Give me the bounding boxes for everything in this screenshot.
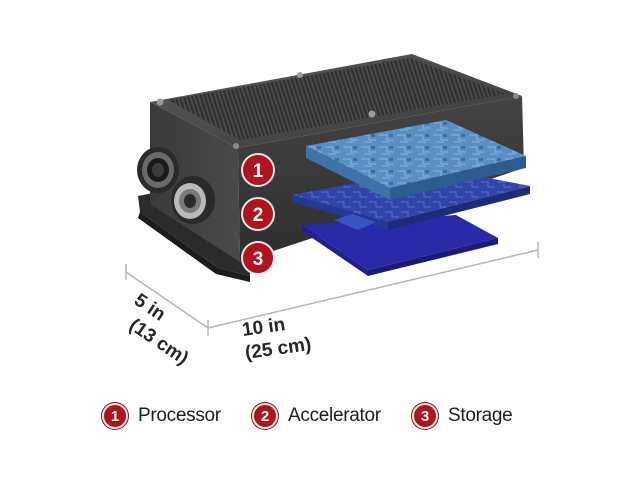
storage-board <box>302 215 498 276</box>
legend-item-accelerator: 2 Accelerator <box>252 400 381 432</box>
width-dimension-line <box>125 271 209 329</box>
callout-1-number: 1 <box>253 161 264 182</box>
callout-2: 2 <box>241 197 275 231</box>
connector-lower <box>171 176 215 224</box>
legend-badge-2: 2 <box>252 403 278 429</box>
legend-badge-1: 1 <box>102 403 128 429</box>
heatsink-fins <box>168 58 506 140</box>
length-dimension-line <box>207 249 539 329</box>
dimension-lines <box>125 242 539 336</box>
callout-1: 1 <box>241 153 275 187</box>
legend: 1 Processor 2 Accelerator 3 Storage <box>0 400 640 432</box>
legend-label-storage: Storage <box>448 405 513 426</box>
legend-item-processor: 1 Processor <box>102 400 221 432</box>
callout-3: 3 <box>241 241 275 275</box>
callout-3-number: 3 <box>253 249 264 270</box>
legend-badge-3: 3 <box>412 403 438 429</box>
legend-label-processor: Processor <box>138 405 221 426</box>
callout-2-number: 2 <box>253 205 264 226</box>
processor-board <box>306 120 526 200</box>
connector-upper <box>137 147 179 193</box>
legend-item-storage: 3 Storage <box>412 400 513 432</box>
legend-label-accelerator: Accelerator <box>288 405 381 426</box>
